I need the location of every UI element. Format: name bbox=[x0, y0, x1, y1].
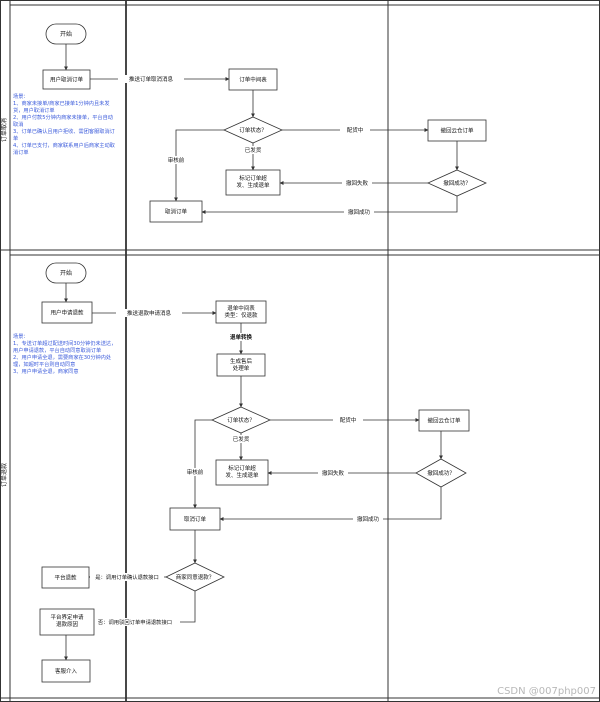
top-mark-order-node: 标记订单超发、生成退单 bbox=[225, 169, 281, 196]
svg-text:标记订单超发、生成退单: 标记订单超发、生成退单 bbox=[236, 174, 270, 189]
svg-text:撤回云仓订单: 撤回云仓订单 bbox=[427, 417, 461, 425]
top-scenario-note: 场景： 1、商家未接单/商家已接单1分钟内且未发 货，用户取消订单 2、用户付款… bbox=[13, 94, 115, 156]
bottom-withdraw-cloud-node: 撤回云仓订单 bbox=[418, 409, 470, 432]
bottom-before-review-label: 审核前 bbox=[187, 468, 204, 476]
svg-text:生成售后处理单: 生成售后处理单 bbox=[230, 357, 253, 372]
top-order-center-node: 订单中间表 bbox=[228, 68, 278, 91]
top-user-cancel-node: 用户取消订单 bbox=[42, 69, 91, 90]
svg-text:平台界定申请退款原因: 平台界定申请退款原因 bbox=[50, 613, 84, 628]
svg-text:商家同意退款？: 商家同意退款？ bbox=[176, 573, 215, 581]
bottom-mark-order-node: 标记订单超发、生成退单 bbox=[215, 459, 269, 486]
lane-label-refund: 订单退款 bbox=[0, 463, 8, 487]
bottom-refund-center-node: 退单中间表类型：仅退款 bbox=[215, 300, 267, 324]
svg-text:撤回云仓订单: 撤回云仓订单 bbox=[440, 127, 474, 135]
bottom-merchant-agree-diamond: 商家同意退款？ bbox=[165, 562, 225, 592]
svg-text:开始: 开始 bbox=[60, 269, 72, 277]
svg-text:开始: 开始 bbox=[60, 30, 72, 38]
top-withdraw-ok-diamond: 撤回成功？ bbox=[427, 169, 487, 197]
svg-text:订单状态？: 订单状态？ bbox=[239, 126, 267, 134]
bottom-withdraw-ok-diamond: 撤回成功？ bbox=[415, 458, 467, 488]
bottom-scenario-note: 场景： 1、专送订单超过配送时间30分钟仍未送达， 用户申请退款，平台自动同意取… bbox=[13, 334, 117, 375]
top-order-status-diamond: 订单状态？ bbox=[223, 116, 283, 144]
svg-text:标记订单超发、生成退单: 标记订单超发、生成退单 bbox=[225, 464, 259, 479]
bottom-yes-label: 是：调用订单确认退款接口 bbox=[95, 573, 159, 581]
bottom-withdraw-fail-label: 撤回失败 bbox=[322, 469, 345, 477]
svg-text:撤回成功？: 撤回成功？ bbox=[443, 179, 471, 187]
lane-label-cancel: 订单取消 bbox=[0, 118, 8, 142]
svg-text:客服介入: 客服介入 bbox=[55, 667, 78, 675]
top-withdraw-fail-label: 撤回失败 bbox=[346, 179, 369, 187]
svg-text:取消订单: 取消订单 bbox=[184, 515, 207, 523]
bottom-order-status-diamond: 订单状态？ bbox=[211, 406, 271, 434]
svg-text:退单中间表类型：仅退款: 退单中间表类型：仅退款 bbox=[224, 304, 258, 319]
top-push-msg-label: 推送订单取消消息 bbox=[129, 75, 174, 83]
bottom-shipped-label: 已发货 bbox=[233, 435, 250, 443]
bottom-user-refund-node: 用户申请退款 bbox=[41, 301, 93, 324]
bottom-cs-intervene-node: 客服介入 bbox=[41, 659, 91, 683]
top-withdraw-cloud-node: 撤回云仓订单 bbox=[427, 119, 487, 142]
bottom-withdraw-success-label: 撤回成功 bbox=[357, 515, 380, 523]
bottom-no-label: 否：调用驳回订单申请退款接口 bbox=[98, 618, 172, 626]
svg-text:订单中间表: 订单中间表 bbox=[239, 76, 267, 84]
bottom-gen-aftersale-node: 生成售后处理单 bbox=[216, 353, 266, 377]
bottom-start: 开始 bbox=[45, 262, 87, 284]
top-configuring-label: 配货中 bbox=[347, 126, 364, 134]
bottom-refund-convert-label: 退单转换 bbox=[230, 333, 253, 341]
svg-text:用户申请退款: 用户申请退款 bbox=[50, 309, 84, 317]
bottom-configuring-label: 配货中 bbox=[340, 416, 357, 424]
svg-text:订单状态？: 订单状态？ bbox=[227, 416, 255, 424]
bottom-push-msg-label: 推送退款申请消息 bbox=[127, 309, 172, 317]
svg-text:取消订单: 取消订单 bbox=[165, 208, 188, 216]
top-before-review-label: 审核前 bbox=[168, 156, 185, 164]
svg-text:平台退款: 平台退款 bbox=[54, 574, 77, 582]
svg-text:用户取消订单: 用户取消订单 bbox=[50, 76, 84, 84]
top-start: 开始 bbox=[45, 23, 87, 45]
top-shipped-label: 已发货 bbox=[245, 146, 262, 154]
bottom-cancel-order-node: 取消订单 bbox=[169, 507, 221, 531]
bottom-platform-judge-node: 平台界定申请退款原因 bbox=[39, 608, 95, 636]
bottom-platform-refund-node: 平台退款 bbox=[41, 566, 90, 589]
svg-text:撤回成功？: 撤回成功？ bbox=[427, 469, 455, 477]
watermark: CSDN @007php007 bbox=[497, 686, 596, 697]
top-cancel-order-node: 取消订单 bbox=[149, 200, 203, 223]
top-withdraw-success-label: 撤回成功 bbox=[348, 208, 371, 216]
